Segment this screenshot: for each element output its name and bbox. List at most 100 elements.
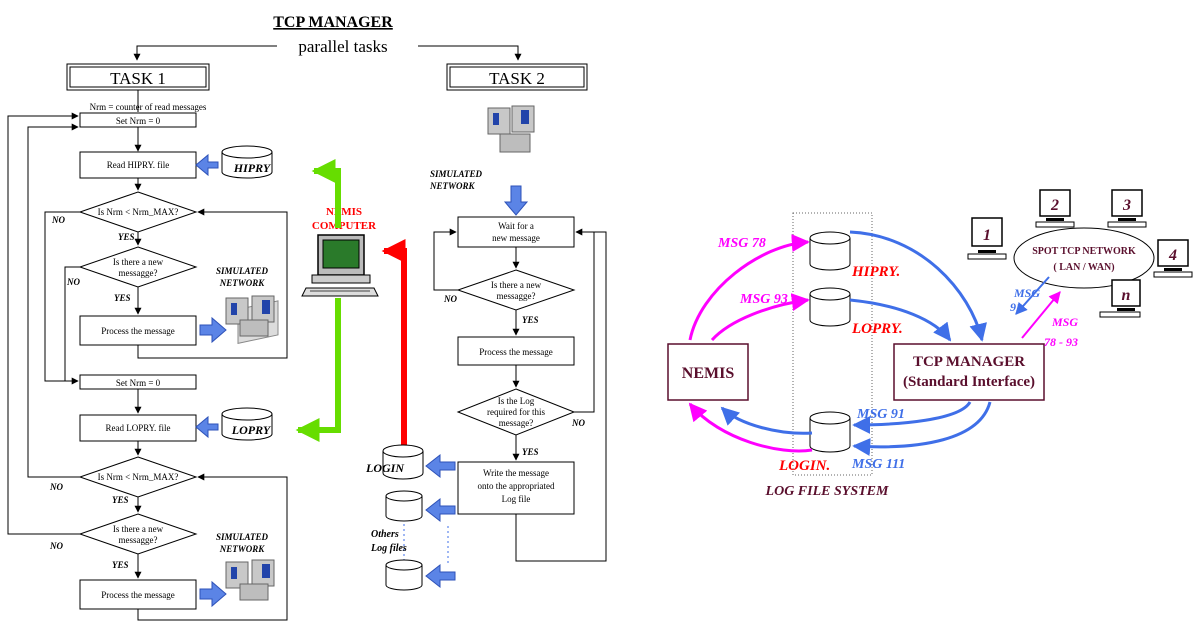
msg-111-label: MSG 111 bbox=[851, 457, 905, 472]
nemis-computer-label-a: NEMIS bbox=[326, 206, 362, 218]
network-label-b: ( LAN / WAN) bbox=[1053, 262, 1114, 273]
msg-78-label: MSG 78 bbox=[717, 236, 766, 251]
split-arrow-left bbox=[133, 45, 277, 61]
tcp-to-network-arrow bbox=[1021, 291, 1061, 339]
nemis-box-label: NEMIS bbox=[682, 365, 735, 382]
wait-label-b: new message bbox=[492, 233, 540, 243]
process-label-2: Process the message bbox=[101, 590, 174, 600]
process-box-2 bbox=[79, 579, 197, 610]
new-msg-diamond-1 bbox=[78, 246, 198, 288]
log-required-a: Is the Log bbox=[498, 396, 535, 406]
read-hipry-label: Read HIPRY. file bbox=[107, 160, 170, 170]
no-label: NO bbox=[443, 294, 457, 304]
split-arrow-right bbox=[418, 45, 522, 61]
network-ellipse bbox=[1013, 227, 1155, 289]
nemis-to-lopry-arrow bbox=[295, 298, 341, 442]
task2-process-label: Process the message bbox=[479, 347, 552, 357]
tcp-to-login-curve bbox=[852, 401, 972, 434]
login-db-label: LOGIN. bbox=[778, 458, 830, 474]
tcp-manager-label-a: TCP MANAGER bbox=[913, 354, 1025, 370]
yes-label: YES bbox=[112, 560, 129, 570]
yes-label: YES bbox=[118, 232, 135, 242]
other-log-file-1 bbox=[385, 490, 423, 522]
sim-net-label-1b: NETWORK bbox=[219, 278, 266, 288]
read-lopry-label: Read LOPRY. file bbox=[105, 423, 170, 433]
log-required-c: message? bbox=[499, 418, 533, 428]
wait-label-a: Wait for a bbox=[498, 221, 534, 231]
lopry-to-tcp-curve bbox=[849, 298, 952, 342]
task2-header: TASK 2 bbox=[446, 63, 588, 91]
sim-net-label-2b: NETWORK bbox=[219, 544, 266, 554]
to-login-arrow bbox=[425, 453, 456, 479]
no-label: NO bbox=[49, 482, 63, 492]
msg-91-label: MSG 91 bbox=[856, 407, 905, 422]
sim-net-label-1a: SIMULATED bbox=[216, 266, 269, 276]
counter-note: Nrm = counter of read messages bbox=[90, 102, 207, 112]
network-computer-icon-1 bbox=[225, 295, 279, 345]
terminal-n-label: n bbox=[1122, 287, 1131, 304]
terminal-icon-n bbox=[1099, 279, 1141, 318]
nemis-to-hipry-arrow bbox=[311, 159, 341, 228]
task2-new-msg-diamond bbox=[456, 269, 576, 311]
task2-new-msg-a: Is there a new bbox=[491, 280, 542, 290]
diagram-subtitle: parallel tasks bbox=[298, 37, 387, 56]
to-other-log-arrow-2 bbox=[425, 563, 456, 589]
terminal-4-label: 4 bbox=[1168, 247, 1177, 264]
check-max-label-1: Is Nrm < Nrm_MAX? bbox=[98, 207, 179, 217]
yes-label: YES bbox=[522, 315, 539, 325]
log-required-b: required for this bbox=[487, 407, 545, 417]
login-to-nemis-arrow bbox=[381, 239, 407, 455]
terminal-icon-2 bbox=[1035, 189, 1075, 228]
nemis-box bbox=[667, 343, 749, 401]
other-log-file-2 bbox=[385, 559, 423, 591]
network-computer-icon-2 bbox=[225, 559, 275, 601]
task1-header: TASK 1 bbox=[66, 63, 210, 91]
tcp-manager-box bbox=[893, 343, 1045, 401]
log-file-system-frame bbox=[792, 212, 873, 476]
hipry-read-arrow bbox=[195, 153, 219, 177]
net-msg-down-b: 78 - 93 bbox=[1044, 335, 1078, 349]
check-max-label-2: Is Nrm < Nrm_MAX? bbox=[98, 472, 179, 482]
new-msg-label-2a: Is there a new bbox=[113, 524, 164, 534]
new-msg-label-2b: messagge? bbox=[119, 535, 158, 545]
login-label: LOGIN bbox=[365, 461, 405, 475]
no-label: NO bbox=[571, 418, 585, 428]
terminal-icon-4 bbox=[1153, 239, 1193, 278]
task2-sim-net-b: NETWORK bbox=[429, 181, 476, 191]
network-to-tcp-arrow bbox=[1015, 276, 1050, 315]
hipry-file bbox=[221, 145, 273, 179]
terminal-icon-3 bbox=[1107, 189, 1147, 228]
login-to-nemis-blue-curve bbox=[720, 406, 813, 435]
to-network-arrow-2 bbox=[199, 580, 227, 608]
task2-process-box bbox=[457, 336, 575, 366]
terminal-3-label: 3 bbox=[1122, 197, 1131, 214]
hipry-db bbox=[809, 231, 851, 271]
task2-sim-net-a: SIMULATED bbox=[430, 169, 483, 179]
hipry-db-label: HIPRY. bbox=[851, 264, 900, 280]
net-msg-up-b: 91 bbox=[1010, 300, 1022, 314]
lopry-file bbox=[221, 407, 273, 441]
yes-label: YES bbox=[112, 495, 129, 505]
no-label: NO bbox=[49, 541, 63, 551]
lopry-read-arrow bbox=[195, 415, 219, 439]
new-msg-label-1a: Is there a new bbox=[113, 257, 164, 267]
others-label-a: Others bbox=[371, 529, 399, 540]
to-other-log-arrow-1 bbox=[425, 497, 456, 523]
new-msg-label-1b: messagge? bbox=[119, 268, 158, 278]
others-label-b: Log files bbox=[370, 543, 407, 554]
task2-new-msg-b: messagge? bbox=[497, 291, 536, 301]
log-file-system-label: LOG FILE SYSTEM bbox=[765, 484, 889, 499]
hipry-label: HIPRY bbox=[233, 161, 272, 175]
lopry-db-label: LOPRY. bbox=[851, 321, 903, 337]
net-msg-down-a: MSG bbox=[1051, 315, 1078, 329]
terminal-2-label: 2 bbox=[1050, 197, 1059, 214]
net-msg-up-a: MSG bbox=[1013, 286, 1040, 300]
set-nrm-label-1: Set Nrm = 0 bbox=[116, 116, 161, 126]
lopry-db bbox=[809, 287, 851, 327]
write-label-b: onto the appropriated bbox=[478, 481, 555, 491]
terminal-1-label: 1 bbox=[983, 227, 991, 244]
write-label-c: Log file bbox=[502, 494, 531, 504]
nemis-computer-label-b: COMPUTER bbox=[312, 220, 377, 232]
write-label-a: Write the message bbox=[483, 468, 549, 478]
